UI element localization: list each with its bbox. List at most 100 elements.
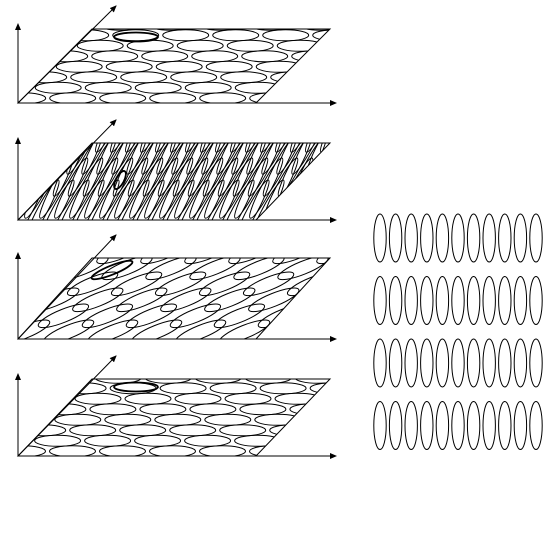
- lattice-ellipse: [170, 143, 205, 153]
- lattice-ellipse: [262, 29, 310, 42]
- lattice-ellipse: [191, 50, 239, 63]
- vertical-ellipse: [482, 338, 496, 388]
- panel-4: [0, 355, 337, 459]
- vertical-ellipse: [451, 213, 465, 263]
- lattice-ellipse: [284, 81, 330, 94]
- reference-ellipse: [113, 31, 159, 43]
- lattice-ellipse: [184, 434, 232, 447]
- lattice-ellipse: [294, 379, 330, 384]
- lattice-ellipse: [89, 403, 137, 416]
- lattice-ellipse: [154, 413, 202, 426]
- lattice-ellipse: [37, 303, 90, 329]
- lattice-ellipse: [272, 258, 324, 265]
- lattice-ellipse: [220, 71, 268, 84]
- lattice-ellipse: [305, 60, 330, 73]
- lattice-ellipse: [230, 143, 265, 153]
- vertical-ellipse-grid: [373, 213, 543, 450]
- lattice-ellipse: [241, 50, 289, 63]
- lattice-ellipse: [160, 287, 212, 313]
- lattice-ellipse: [0, 425, 16, 436]
- vertical-ellipse: [373, 213, 387, 263]
- lattice-ellipse: [140, 258, 192, 265]
- vertical-ellipse: [513, 213, 528, 263]
- lattice-ellipse: [105, 60, 153, 73]
- lattice-ellipse: [174, 319, 227, 339]
- lattice-ellipse: [184, 258, 236, 265]
- ellipse-lattice: [18, 258, 330, 339]
- z-axis-arrow: [17, 234, 117, 340]
- lattice-ellipse: [226, 39, 274, 52]
- lattice-ellipse: [81, 303, 134, 329]
- lattice-ellipse: [134, 81, 182, 94]
- lattice-ellipse: [176, 39, 224, 52]
- lattice-ellipse: [184, 81, 232, 94]
- vertical-ellipse: [388, 213, 403, 263]
- lattice-ellipse: [213, 303, 266, 329]
- lattice-ellipse: [76, 39, 124, 52]
- lattice-ellipse: [244, 379, 292, 384]
- lattice-ellipse: [242, 271, 295, 297]
- vertical-ellipse: [529, 213, 543, 263]
- lattice-ellipse: [96, 258, 148, 265]
- lattice-ellipse: [204, 287, 256, 313]
- vertical-ellipse: [451, 338, 465, 388]
- lattice-ellipse: [94, 379, 142, 384]
- lattice-ellipse: [74, 392, 122, 405]
- lattice-ellipse: [84, 81, 132, 94]
- lattice-ellipse: [348, 19, 394, 30]
- lattice-ellipse: [228, 258, 280, 265]
- lattice-ellipse: [144, 379, 192, 384]
- lattice-ellipse: [194, 379, 242, 384]
- vertical-ellipse: [420, 213, 434, 263]
- vertical-ellipse: [513, 276, 528, 325]
- lattice-ellipse: [277, 258, 329, 281]
- lattice-ellipse: [70, 71, 118, 84]
- lattice-ellipse: [110, 143, 145, 153]
- z-axis-arrow: [17, 355, 117, 457]
- lattice-ellipse: [18, 382, 57, 395]
- lattice-ellipse: [124, 392, 172, 405]
- lattice-ellipse: [169, 303, 222, 329]
- lattice-ellipse: [18, 434, 32, 447]
- lattice-ellipse: [86, 319, 139, 339]
- vertical-ellipse: [466, 276, 481, 325]
- vertical-ellipse: [482, 401, 496, 450]
- lattice-ellipse: [262, 319, 315, 339]
- panel-2: [15, 90, 373, 223]
- vertical-ellipse: [466, 401, 481, 450]
- panel-1: [0, 5, 394, 106]
- vertical-ellipse: [435, 213, 450, 263]
- vertical-ellipse: [498, 213, 512, 263]
- reference-ellipse: [90, 259, 134, 281]
- lattice-ellipse: [66, 271, 119, 297]
- lattice-ellipse: [204, 413, 252, 426]
- lattice-ellipse: [292, 287, 330, 313]
- lattice-ellipse: [99, 92, 147, 103]
- lattice-ellipse: [198, 271, 251, 297]
- lattice-ellipse: [233, 258, 285, 281]
- lattice-ellipse: [84, 434, 132, 447]
- lattice-ellipse: [259, 382, 307, 395]
- lattice-ellipse: [26, 39, 74, 52]
- lattice-ellipse: [54, 413, 102, 426]
- lattice-ellipse: [145, 258, 197, 281]
- lattice-ellipse: [18, 29, 60, 42]
- vertical-ellipse: [466, 338, 481, 388]
- lattice-ellipse: [189, 403, 237, 416]
- lattice-ellipse: [284, 434, 330, 447]
- lattice-ellipse: [332, 90, 373, 155]
- lattice-ellipse: [0, 72, 17, 83]
- lattice-ellipse: [321, 258, 330, 281]
- vertical-ellipse: [404, 276, 418, 325]
- lattice-ellipse: [49, 92, 97, 103]
- lattice-ellipse: [99, 445, 146, 456]
- lattice-ellipse: [174, 392, 222, 405]
- panel-3: [15, 234, 337, 342]
- lattice-ellipse: [55, 60, 103, 73]
- lattice-ellipse: [139, 403, 187, 416]
- lattice-ellipse: [44, 379, 92, 384]
- lattice-ellipse: [104, 413, 152, 426]
- lattice-ellipse: [290, 143, 325, 153]
- reference-ellipse: [113, 381, 159, 393]
